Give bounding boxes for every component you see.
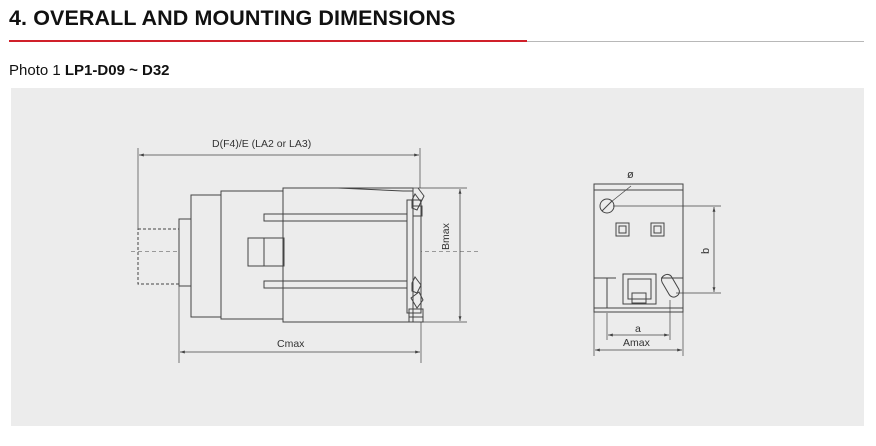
photo-caption: Photo 1 LP1-D09 ~ D32 [9, 62, 170, 79]
title-underline-accent [9, 40, 527, 42]
coil-window [247, 237, 285, 267]
body-mid [220, 190, 284, 320]
title-underline [527, 40, 864, 42]
front-view [593, 183, 721, 356]
terminal-block [622, 273, 657, 305]
terminal-left [615, 222, 630, 237]
top-dimension-label: D(F4)/E (LA2 or LA3) [212, 138, 312, 150]
side-view [131, 148, 481, 363]
height-dimension-label: Bmax [440, 223, 452, 250]
photo-caption-model: LP1-D09 ~ D32 [64, 62, 170, 79]
drawing-panel: D(F4)/E (LA2 or LA3) Cmax Bmax ø b a Ama… [11, 88, 864, 426]
front-accessory [406, 199, 422, 314]
width-dimension-label: Cmax [277, 338, 305, 350]
hole-diameter-label: ø [627, 169, 634, 181]
terminal-right [650, 222, 665, 237]
accessory-outline-dashed [137, 228, 182, 285]
section-title: 4. OVERALL AND MOUNTING DIMENSIONS [9, 6, 456, 30]
photo-caption-prefix: Photo 1 [9, 62, 65, 79]
pitch-a-label: a [635, 323, 641, 335]
base-plate [178, 218, 192, 287]
pitch-b-label: b [700, 247, 712, 254]
mounting-slot-bottom [661, 273, 680, 298]
front-width-label: Amax [623, 337, 650, 349]
body-left [190, 194, 222, 318]
body-main [282, 187, 414, 323]
front-body [593, 183, 684, 313]
dimension-drawing [131, 148, 721, 363]
